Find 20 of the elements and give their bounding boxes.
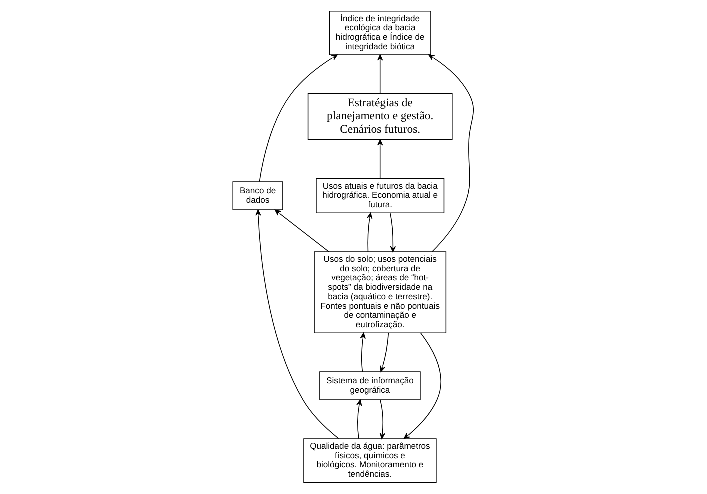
arrow bbox=[428, 54, 474, 252]
arrow bbox=[378, 140, 384, 180]
node-box: Qualidade da água: parâmetros físicos, químicos e biológicos. Monitoramento e tendências. bbox=[304, 438, 437, 484]
node-box: Estratégias de planejamento e gestão. Cenários futuros. bbox=[308, 94, 453, 140]
arrow bbox=[380, 332, 390, 372]
arrow bbox=[380, 400, 386, 440]
arrow bbox=[259, 54, 338, 182]
arrow bbox=[274, 210, 330, 252]
arrow bbox=[390, 212, 396, 252]
arrow bbox=[356, 400, 362, 440]
arrow bbox=[378, 54, 384, 94]
arrow bbox=[256, 210, 340, 440]
node-box: Usos atuais e futuros da bacia hidrográfica. Economia atual e futura. bbox=[316, 178, 445, 214]
arrow bbox=[360, 332, 366, 372]
node-box: Índice de integridade ecológica da bacia hidrográfica e Índice de integridade biótica bbox=[329, 10, 432, 56]
arrow bbox=[404, 332, 442, 440]
node-box: Sistema de informação geográfica bbox=[320, 372, 421, 400]
node-box: Usos do solo; usos potenciais do solo; cobertura de vegetação; áreas de “hot-spots” da biodiversidade na bacia (aquático e terrestre). Fontes pontuais e não pontuais de contaminação e eutrofização. bbox=[314, 252, 447, 334]
arrow bbox=[367, 212, 373, 252]
node-box: Banco de dados bbox=[232, 182, 284, 210]
